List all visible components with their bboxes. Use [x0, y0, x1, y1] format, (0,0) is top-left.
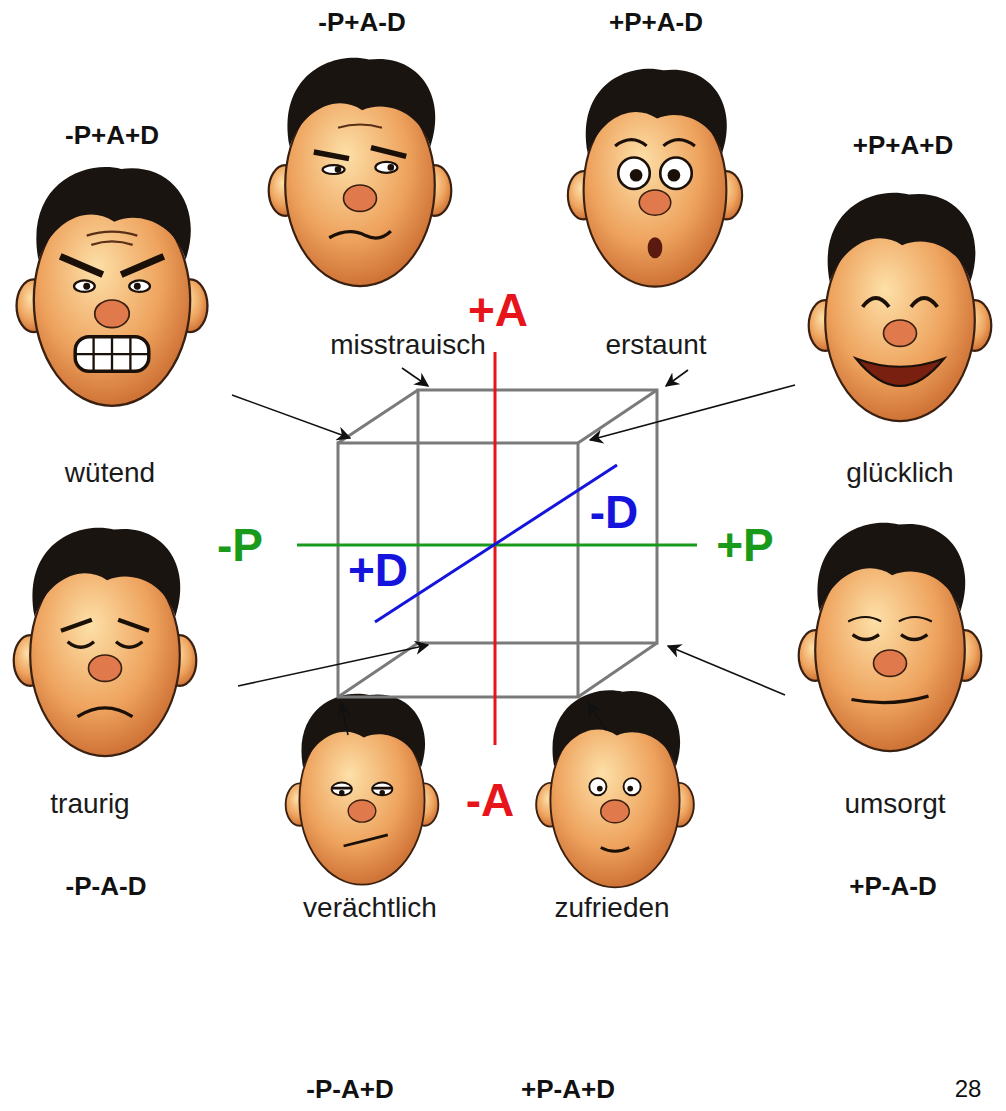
- pad-code: +P+A+D: [853, 131, 953, 160]
- content-face: [536, 690, 694, 887]
- axis-label: +P: [716, 520, 774, 571]
- pad-code: -P+A+D: [65, 121, 159, 150]
- angry-face: [17, 167, 208, 406]
- axis-label: +D: [348, 545, 408, 596]
- sad-face: [14, 528, 197, 756]
- emotion-label: erstaunt: [602, 330, 709, 361]
- page-number: 28: [955, 1076, 982, 1102]
- pad-code: +P+A-D: [609, 8, 703, 37]
- pad-code: -P-A-D: [66, 872, 147, 901]
- axis-label: -P: [217, 520, 263, 571]
- pad-code: -P-A+D: [306, 1075, 393, 1104]
- axis-label: +A: [468, 285, 528, 336]
- emotion-label: glücklich: [846, 458, 953, 489]
- emotion-label: umsorgt: [844, 789, 945, 820]
- pad-code: -P+A-D: [318, 8, 405, 37]
- emotion-label: traurig: [50, 789, 129, 820]
- pad-code: +P-A-D: [849, 872, 936, 901]
- pad-code: +P-A+D: [521, 1075, 615, 1104]
- emotion-label: zufrieden: [554, 893, 669, 924]
- emotion-label: verächtlich: [303, 893, 437, 924]
- emotion-label: wütend: [65, 458, 155, 489]
- arousal-axis: [494, 352, 497, 745]
- happy-face: [809, 193, 992, 421]
- dominance-axis: [375, 465, 617, 622]
- cared-for-face: [799, 523, 982, 751]
- axis-label: -A: [466, 775, 515, 826]
- leader-arrows: [232, 368, 795, 735]
- astonished-face: [568, 69, 742, 287]
- suspicious-face: [269, 58, 452, 286]
- emotion-label: misstrauisch: [327, 330, 489, 361]
- axis-label: -D: [590, 487, 639, 538]
- contemptuous-face: [286, 694, 439, 885]
